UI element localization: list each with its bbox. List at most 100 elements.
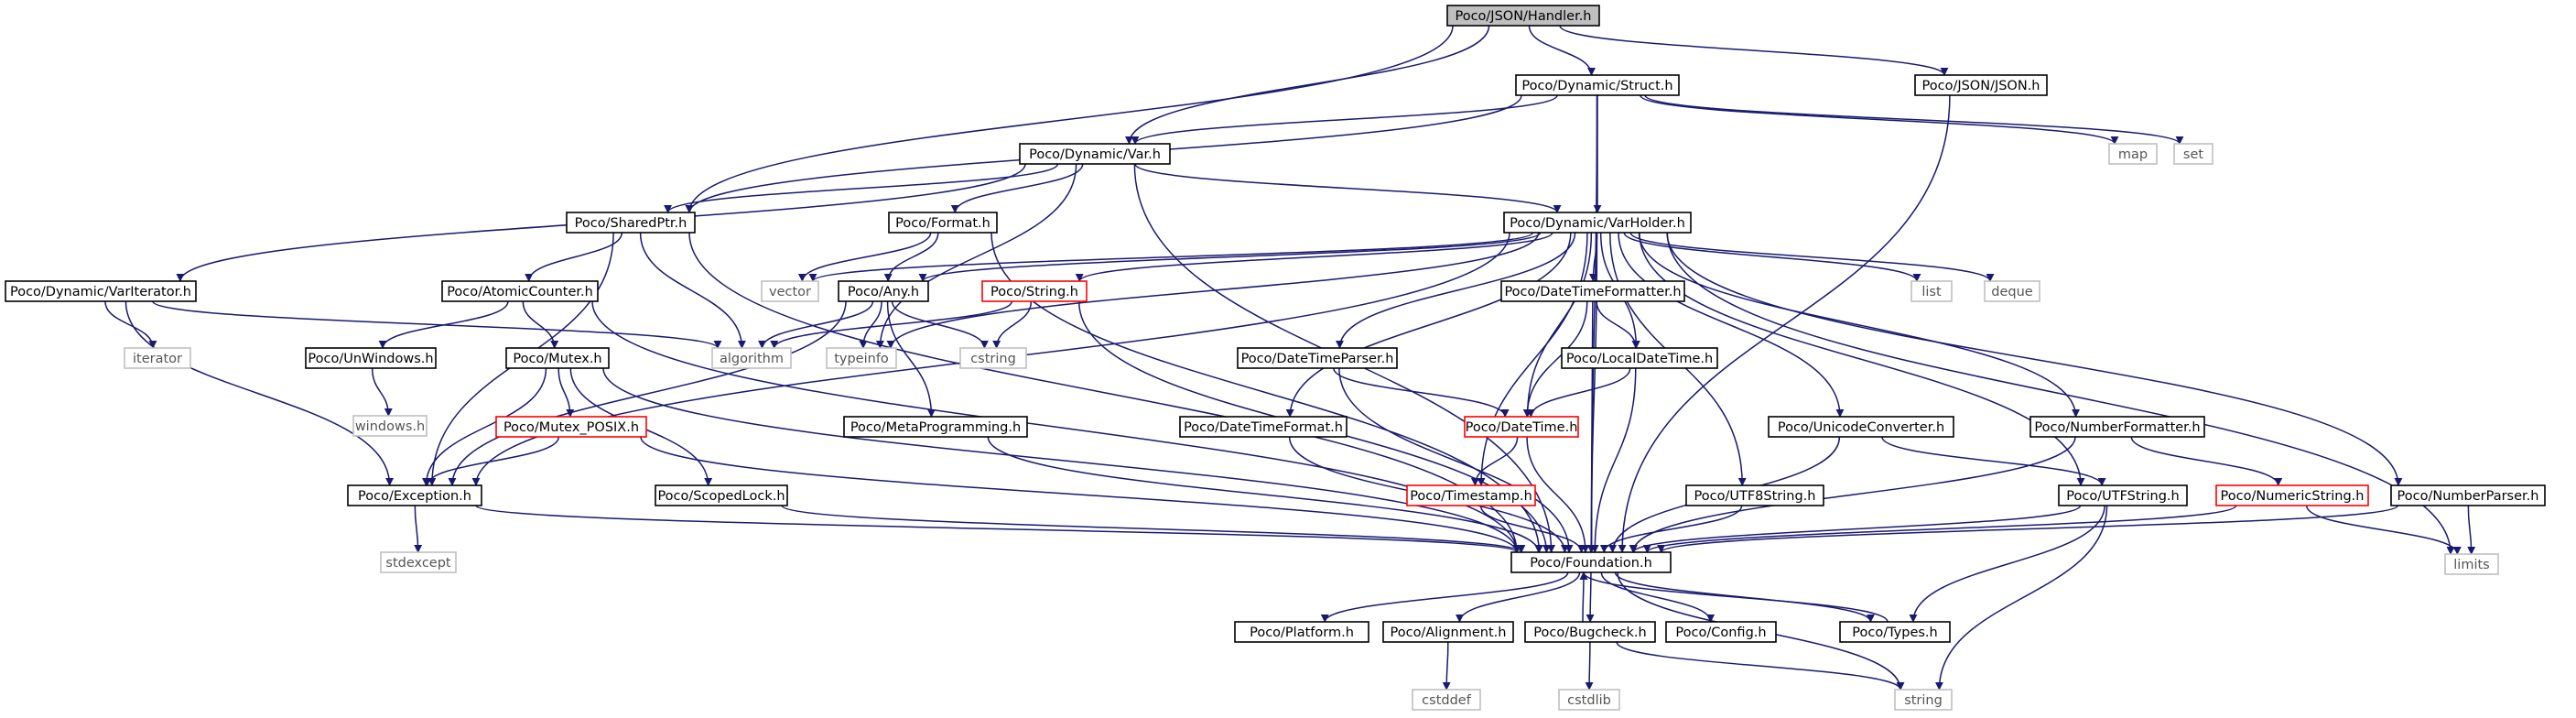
node-poco-utfstring-h[interactable]: Poco/UTFString.h (2058, 484, 2188, 506)
node-iterator: iterator (124, 347, 191, 369)
node-box[interactable] (441, 280, 599, 302)
node-box[interactable] (1234, 621, 1369, 643)
node-typeinfo: typeinfo (826, 347, 897, 369)
node-label: Poco/JSON/JSON.h (1922, 79, 2040, 93)
node-poco-exception-h[interactable]: Poco/Exception.h (347, 484, 482, 506)
node-label: Poco/Alignment.h (1391, 626, 1507, 640)
node-box[interactable] (2215, 484, 2369, 506)
node-box[interactable] (2029, 416, 2205, 438)
node-box[interactable] (566, 212, 696, 234)
node-box[interactable] (1561, 347, 1718, 369)
node-box[interactable] (655, 484, 788, 506)
node-poco-alignment-h[interactable]: Poco/Alignment.h (1382, 621, 1514, 643)
node-poco-datetime-h[interactable]: Poco/DateTime.h (1464, 416, 1579, 438)
node-box[interactable] (305, 347, 437, 369)
node-label: Poco/UTFString.h (2066, 489, 2179, 504)
node-label: Poco/Any.h (848, 285, 919, 299)
node-poco-dynamic-varholder-h[interactable]: Poco/Dynamic/VarHolder.h (1503, 212, 1692, 234)
node-poco-numericstring-h[interactable]: Poco/NumericString.h (2215, 484, 2369, 506)
node-box[interactable] (1839, 621, 1951, 643)
edge-handler-to-struct (1528, 25, 1596, 76)
node-box[interactable] (1503, 212, 1692, 234)
node-box[interactable] (1179, 416, 1348, 438)
node-poco-timestamp-h[interactable]: Poco/Timestamp.h (1406, 484, 1536, 506)
node-poco-json-json-h[interactable]: Poco/JSON/JSON.h (1914, 74, 2048, 96)
node-box[interactable] (1510, 551, 1672, 573)
node-box[interactable] (1237, 347, 1398, 369)
node-box (2444, 553, 2499, 575)
edge-varholder-to-datetime (1523, 232, 1593, 418)
node-poco-format-h[interactable]: Poco/Format.h (888, 212, 998, 234)
node-box[interactable] (1382, 621, 1514, 643)
node-box[interactable] (838, 280, 929, 302)
edge-variterator-to-iterator (104, 300, 157, 349)
edge-format-to-any (883, 232, 939, 282)
node-poco-foundation-h[interactable]: Poco/Foundation.h (1510, 551, 1672, 573)
edge-timestamp-to-foundation (1479, 505, 1586, 553)
node-poco-scopedlock-h[interactable]: Poco/ScopedLock.h (655, 484, 788, 506)
node-poco-types-h[interactable]: Poco/Types.h (1839, 621, 1951, 643)
node-poco-sharedptr-h[interactable]: Poco/SharedPtr.h (566, 212, 696, 234)
node-box[interactable] (888, 212, 998, 234)
edge-mutex-posix-to-exception (423, 436, 560, 486)
node-label: set (2183, 147, 2203, 162)
node-box[interactable] (495, 416, 647, 438)
node-cstring: cstring (959, 347, 1027, 369)
edge-numberformatter-to-numericstring (2130, 436, 2283, 486)
node-poco-datetimeparser-h[interactable]: Poco/DateTimeParser.h (1237, 347, 1398, 369)
node-box[interactable] (1406, 484, 1536, 506)
node-box[interactable] (347, 484, 482, 506)
node-box (2173, 143, 2213, 165)
node-box (959, 347, 1027, 369)
node-poco-mutex-posix-h[interactable]: Poco/Mutex_POSIX.h (495, 416, 647, 438)
node-poco-numberparser-h[interactable]: Poco/NumberParser.h (2390, 484, 2546, 506)
node-limits: limits (2444, 553, 2499, 575)
edge-varholder-to-string-h (1075, 232, 1553, 282)
edge-handler-to-sharedptr (685, 25, 1454, 213)
node-box[interactable] (1685, 484, 1824, 506)
node-box[interactable] (2058, 484, 2188, 506)
node-poco-platform-h[interactable]: Poco/Platform.h (1234, 621, 1369, 643)
node-box (826, 347, 897, 369)
edge-types-to-foundation (1579, 571, 1889, 623)
node-box[interactable] (1464, 416, 1579, 438)
node-poco-atomiccounter-h[interactable]: Poco/AtomicCounter.h (441, 280, 599, 302)
node-box[interactable] (2390, 484, 2546, 506)
node-poco-utf8string-h[interactable]: Poco/UTF8String.h (1685, 484, 1824, 506)
node-poco-config-h[interactable]: Poco/Config.h (1665, 621, 1777, 643)
node-box[interactable] (1914, 74, 2048, 96)
node-box[interactable] (1500, 280, 1685, 302)
node-poco-bugcheck-h[interactable]: Poco/Bugcheck.h (1524, 621, 1656, 643)
node-box[interactable] (981, 280, 1088, 302)
node-poco-json-handler-h[interactable]: Poco/JSON/Handler.h (1446, 5, 1600, 27)
node-box[interactable] (5, 280, 197, 302)
node-label: limits (2453, 558, 2489, 572)
node-box[interactable] (1524, 621, 1656, 643)
node-box[interactable] (843, 416, 1028, 438)
edge-varholder-to-unicodeconverter (1618, 232, 1845, 418)
edge-var-to-format (950, 163, 1084, 213)
node-box[interactable] (505, 347, 610, 369)
node-poco-dynamic-variterator-h[interactable]: Poco/Dynamic/VarIterator.h (5, 280, 197, 302)
node-poco-unwindows-h[interactable]: Poco/UnWindows.h (305, 347, 437, 369)
node-poco-unicodeconverter-h[interactable]: Poco/UnicodeConverter.h (1768, 416, 1954, 438)
node-box[interactable] (1019, 143, 1171, 165)
node-poco-datetimeformatter-h[interactable]: Poco/DateTimeFormatter.h (1500, 280, 1685, 302)
edge-varholder-to-list (1623, 232, 1921, 282)
node-poco-dynamic-var-h[interactable]: Poco/Dynamic/Var.h (1019, 143, 1171, 165)
node-poco-string-h[interactable]: Poco/String.h (981, 280, 1088, 302)
node-box[interactable] (1665, 621, 1777, 643)
node-label: Poco/DateTimeParser.h (1241, 352, 1394, 366)
node-label: windows.h (355, 419, 425, 434)
node-poco-numberformatter-h[interactable]: Poco/NumberFormatter.h (2029, 416, 2205, 438)
node-label: Poco/LocalDateTime.h (1566, 352, 1713, 366)
node-poco-dynamic-struct-h[interactable]: Poco/Dynamic/Struct.h (1515, 74, 1680, 96)
node-poco-any-h[interactable]: Poco/Any.h (838, 280, 929, 302)
node-box[interactable] (1446, 5, 1600, 27)
node-box[interactable] (1515, 74, 1680, 96)
node-box[interactable] (1768, 416, 1954, 438)
node-poco-datetimeformat-h[interactable]: Poco/DateTimeFormat.h (1179, 416, 1348, 438)
node-poco-localdatetime-h[interactable]: Poco/LocalDateTime.h (1561, 347, 1718, 369)
node-poco-metaprogramming-h[interactable]: Poco/MetaProgramming.h (843, 416, 1028, 438)
node-poco-mutex-h[interactable]: Poco/Mutex.h (505, 347, 610, 369)
